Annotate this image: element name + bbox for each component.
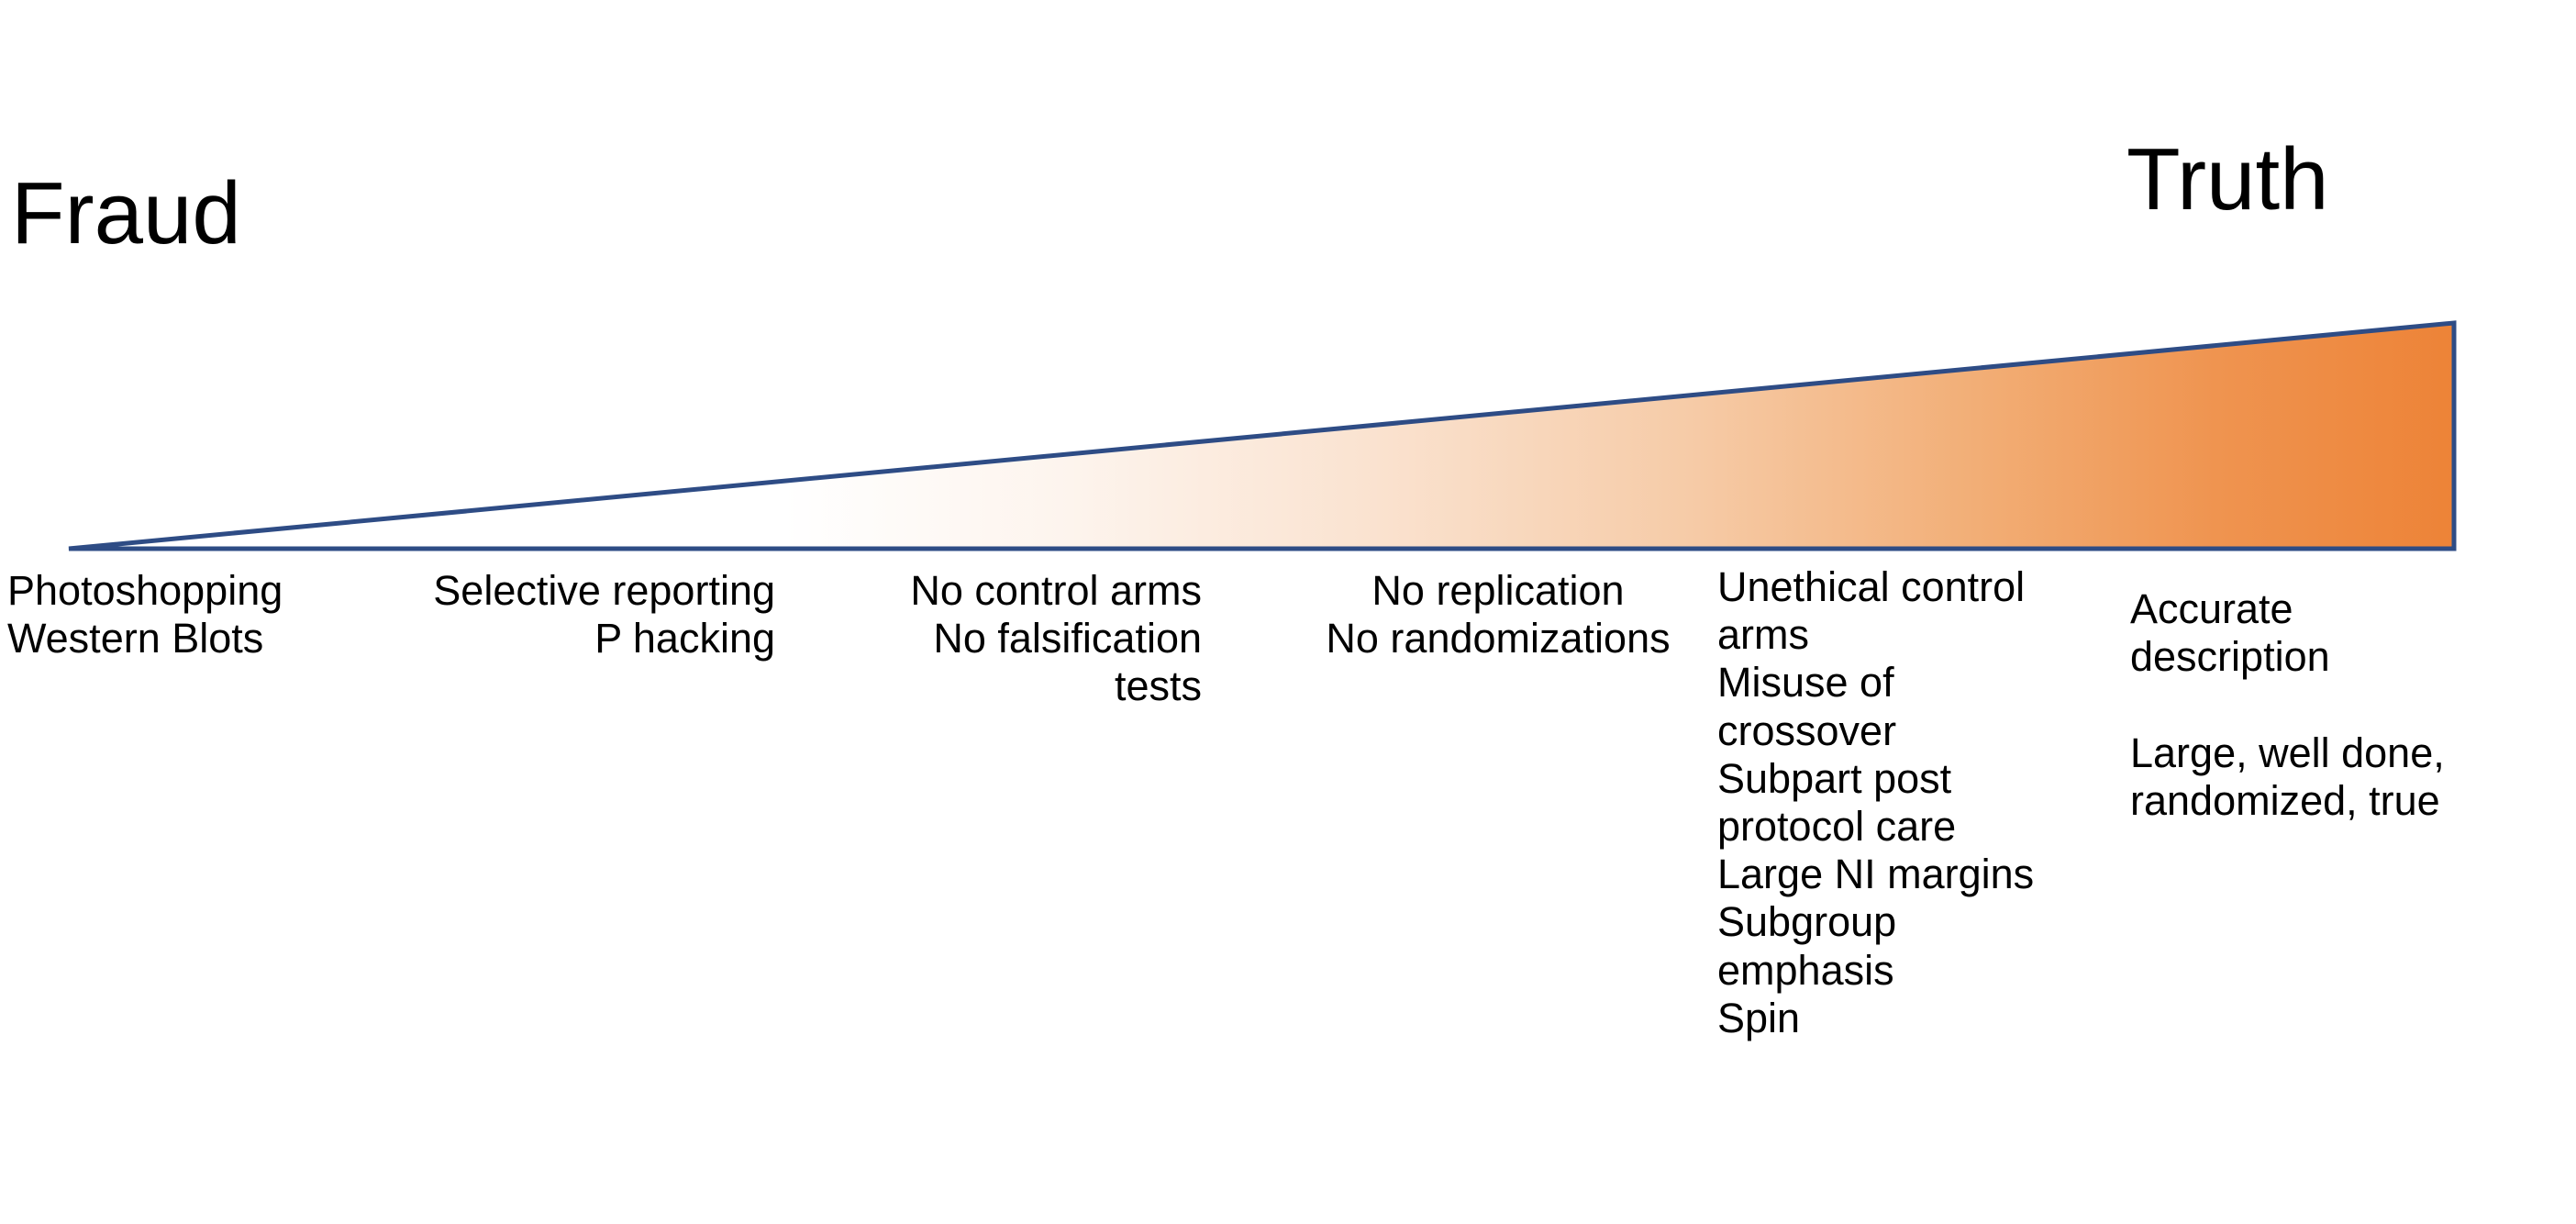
stage-line: Photoshopping (7, 567, 283, 614)
wedge-shape (68, 320, 2457, 551)
stage-line: description (2130, 633, 2330, 681)
gradient-wedge-svg (68, 320, 2457, 551)
stage-line: protocol care (1717, 802, 1957, 850)
stage-line: Large NI margins (1717, 851, 2035, 898)
stage-column-4: Unethical control arms Misuse of crossov… (1717, 563, 2084, 1042)
stage-line: Unethical control (1717, 563, 2026, 610)
stage-column-0: Photoshopping Western Blots (7, 567, 347, 662)
stage-line: Large, well done, (2130, 729, 2445, 776)
stage-line: crossover (1717, 707, 1897, 754)
stage-line: tests (1114, 662, 1202, 710)
stage-column-3: No replication No randomizations (1282, 567, 1714, 662)
stage-column-5: Accurate description Large, well done, r… (2130, 585, 2515, 825)
stage-line: emphasis (1717, 946, 1894, 994)
stage-line: No control arms (910, 567, 1202, 614)
stage-columns: Photoshopping Western Blots Selective re… (0, 563, 2576, 1209)
stage-line: Selective reporting (433, 567, 775, 614)
stage-line: No randomizations (1326, 615, 1671, 662)
gradient-wedge (0, 303, 2495, 569)
stage-line: Subgroup (1717, 898, 1897, 946)
stage-line: No falsification (933, 615, 1202, 662)
stage-line: Western Blots (7, 615, 264, 662)
stage-line: P hacking (594, 615, 775, 662)
axis-label-truth: Truth (2126, 130, 2329, 228)
stage-line: arms (1717, 611, 1809, 659)
stage-line-spacer (2130, 681, 2515, 729)
stage-line: randomized, true (2130, 776, 2440, 824)
stage-column-2: No control arms No falsification tests (807, 567, 1202, 711)
axis-label-fraud: Fraud (11, 164, 241, 262)
stage-line: No replication (1371, 567, 1625, 614)
stage-line: Accurate (2130, 585, 2293, 632)
stage-column-1: Selective reporting P hacking (362, 567, 775, 662)
stage-line: Spin (1717, 994, 1801, 1041)
stage-line: Subpart post (1717, 754, 1952, 802)
stage-line: Misuse of (1717, 659, 1894, 707)
